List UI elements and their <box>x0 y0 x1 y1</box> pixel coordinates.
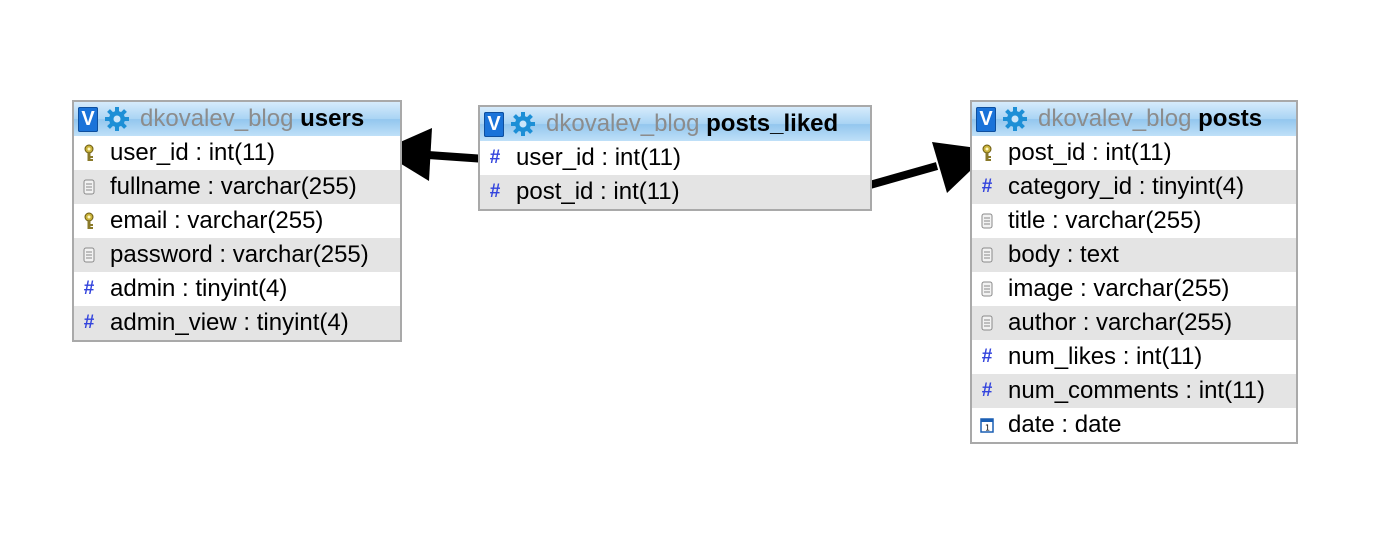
v-toggle-icon[interactable]: V <box>976 106 996 132</box>
column-label: image : varchar(255) <box>1008 275 1230 302</box>
column-row-email[interactable]: email : varchar(255) <box>74 204 400 238</box>
v-toggle-icon[interactable]: V <box>78 106 98 132</box>
column-row-post-id[interactable]: post_id : int(11) <box>972 136 1296 170</box>
table-name: posts_liked <box>706 110 839 137</box>
column-label: user_id : int(11) <box>110 139 275 166</box>
unique-key-icon <box>82 212 96 230</box>
numeric-column-icon: # <box>981 380 993 401</box>
table-title: dkovalev_blog posts <box>1038 102 1262 136</box>
column-row-user-id[interactable]: # user_id : int(11) <box>480 141 870 175</box>
column-label: email : varchar(255) <box>110 207 324 234</box>
column-label: date : date <box>1008 411 1122 438</box>
numeric-column-icon: # <box>981 176 993 197</box>
column-label: admin_view : tinyint(4) <box>110 309 349 336</box>
column-row-author[interactable]: author : varchar(255) <box>972 306 1296 340</box>
table-title: dkovalev_blog users <box>140 102 364 136</box>
column-row-body[interactable]: body : text <box>972 238 1296 272</box>
column-label: body : text <box>1008 241 1119 268</box>
text-column-icon <box>980 246 994 264</box>
gear-icon[interactable] <box>1002 106 1028 132</box>
gear-icon[interactable] <box>510 111 536 137</box>
column-label: author : varchar(255) <box>1008 309 1233 336</box>
text-column-icon <box>980 280 994 298</box>
numeric-column-icon: # <box>83 278 95 299</box>
column-label: num_likes : int(11) <box>1008 343 1203 370</box>
database-name: dkovalev_blog <box>546 110 700 137</box>
table-posts[interactable]: V dkovalev_blog posts <box>970 100 1298 444</box>
table-users[interactable]: V dkovalev_blog users <box>72 100 402 342</box>
column-label: post_id : int(11) <box>516 178 680 205</box>
column-row-admin[interactable]: # admin : tinyint(4) <box>74 272 400 306</box>
column-label: title : varchar(255) <box>1008 207 1202 234</box>
primary-key-icon <box>82 144 96 162</box>
text-column-icon <box>980 314 994 332</box>
column-row-num-likes[interactable]: # num_likes : int(11) <box>972 340 1296 374</box>
primary-key-icon <box>980 144 994 162</box>
table-title: dkovalev_blog posts_liked <box>546 107 838 141</box>
column-row-admin-view[interactable]: # admin_view : tinyint(4) <box>74 306 400 340</box>
column-label: fullname : varchar(255) <box>110 173 357 200</box>
table-posts-liked[interactable]: V dkovalev_blog posts_liked <box>478 105 872 211</box>
column-row-user-id[interactable]: user_id : int(11) <box>74 136 400 170</box>
column-row-fullname[interactable]: fullname : varchar(255) <box>74 170 400 204</box>
database-name: dkovalev_blog <box>1038 105 1192 132</box>
text-column-icon <box>82 178 96 196</box>
numeric-column-icon: # <box>489 181 501 202</box>
column-label: category_id : tinyint(4) <box>1008 173 1245 200</box>
numeric-column-icon: # <box>83 312 95 333</box>
column-row-password[interactable]: password : varchar(255) <box>74 238 400 272</box>
svg-text:1: 1 <box>985 424 990 433</box>
v-toggle-icon[interactable]: V <box>484 111 504 137</box>
column-row-num-comments[interactable]: # num_comments : int(11) <box>972 374 1296 408</box>
numeric-column-icon: # <box>981 346 993 367</box>
column-row-category-id[interactable]: # category_id : tinyint(4) <box>972 170 1296 204</box>
column-row-image[interactable]: image : varchar(255) <box>972 272 1296 306</box>
column-row-date[interactable]: 1 date : date <box>972 408 1296 442</box>
numeric-column-icon: # <box>489 147 501 168</box>
table-header-posts-liked[interactable]: V dkovalev_blog posts_liked <box>480 107 870 141</box>
column-label: password : varchar(255) <box>110 241 369 268</box>
table-header-users[interactable]: V dkovalev_blog users <box>74 102 400 136</box>
text-column-icon <box>82 246 96 264</box>
gear-icon[interactable] <box>104 106 130 132</box>
column-label: post_id : int(11) <box>1008 139 1172 166</box>
column-label: num_comments : int(11) <box>1008 377 1265 404</box>
text-column-icon <box>980 212 994 230</box>
column-label: admin : tinyint(4) <box>110 275 288 302</box>
column-row-title[interactable]: title : varchar(255) <box>972 204 1296 238</box>
date-column-icon: 1 <box>980 416 994 434</box>
database-name: dkovalev_blog <box>140 105 294 132</box>
column-label: user_id : int(11) <box>516 144 681 171</box>
table-header-posts[interactable]: V dkovalev_blog posts <box>972 102 1296 136</box>
column-row-post-id[interactable]: # post_id : int(11) <box>480 175 870 209</box>
table-name: posts <box>1198 105 1263 132</box>
table-name: users <box>300 105 365 132</box>
